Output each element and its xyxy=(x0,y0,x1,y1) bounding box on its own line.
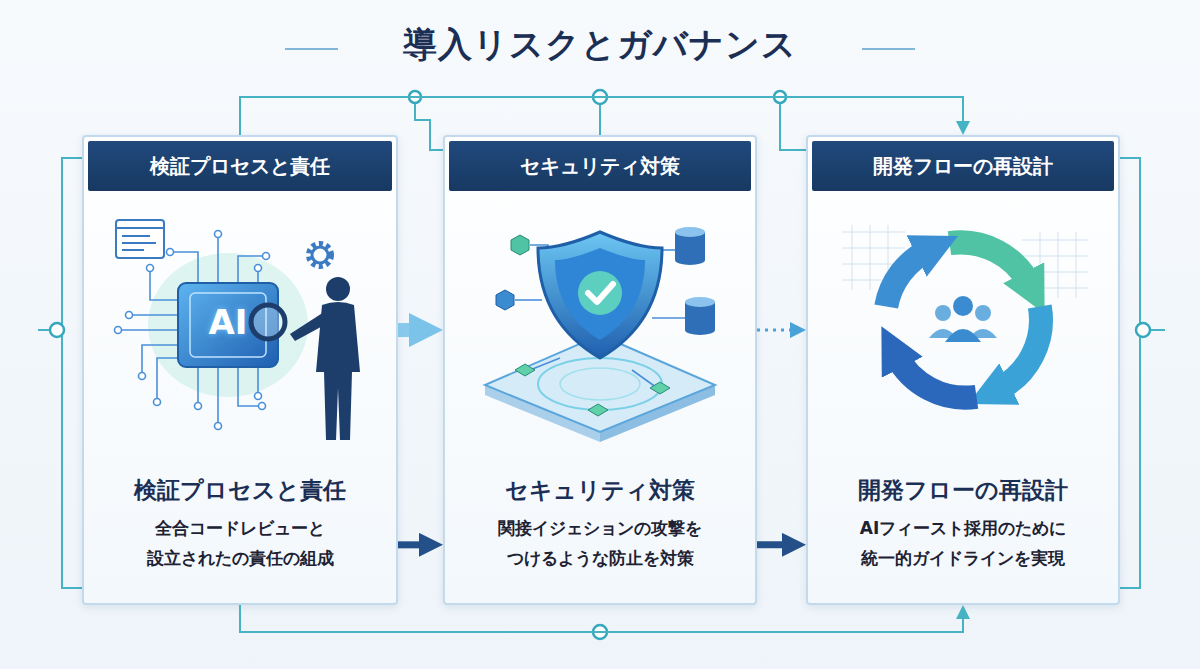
panel-heading: 検証プロセスと責任 xyxy=(84,475,396,506)
panel-card: 開発フローの再設計開発フローの再設計AIフィースト採用のために 統一的ガイドライ… xyxy=(806,135,1120,605)
junction-dot-part xyxy=(1136,323,1150,337)
frame-wire-part xyxy=(38,329,50,331)
flow-arrow xyxy=(398,323,423,337)
frame-wire-part xyxy=(1150,329,1165,331)
panel-body: AIフィースト採用のために 統一的ガイドラインを実現 xyxy=(808,513,1118,573)
frame-wire-part xyxy=(780,97,806,150)
junction-dot-part xyxy=(593,90,607,104)
panel-card: セキュリティ対策セキュリティ対策関接イジェションの攻撃を つけるような防止を対策 xyxy=(443,135,757,605)
flow-arrow xyxy=(757,541,792,548)
frame-wire-part xyxy=(415,97,443,150)
panel-header: 検証プロセスと責任 xyxy=(88,141,392,191)
frame-wire-part xyxy=(1120,158,1140,588)
chip-label: AI xyxy=(178,302,278,342)
junction-dot xyxy=(50,90,1150,639)
junction-dot-part xyxy=(774,91,786,103)
title-rule-part xyxy=(285,48,338,50)
frame-wire-part xyxy=(62,158,82,588)
flow-arrow xyxy=(757,329,796,332)
junction-dot-part xyxy=(50,323,64,337)
junction-dot-part xyxy=(593,625,607,639)
panel-body: 関接イジェションの攻撃を つけるような防止を対策 xyxy=(445,513,755,573)
panel-card: 検証プロセスと責任検証プロセスと責任全合コードレビューと 設立されたの責任の組成 xyxy=(82,135,398,605)
panel-body: 全合コードレビューと 設立されたの責任の組成 xyxy=(84,513,396,573)
loop-wire xyxy=(240,97,963,135)
panel-header: セキュリティ対策 xyxy=(449,141,751,191)
diagram-title: 導入リスクとガバナンス xyxy=(0,22,1200,68)
junction-dot-part xyxy=(409,91,421,103)
panel-heading: 開発フローの再設計 xyxy=(808,475,1118,506)
loop-wire xyxy=(240,605,963,632)
panel-header: 開発フローの再設計 xyxy=(812,141,1114,191)
flow-arrow xyxy=(398,541,429,548)
title-rule-part xyxy=(862,48,915,50)
panel-heading: セキュリティ対策 xyxy=(445,475,755,506)
frame-wire-part xyxy=(599,97,601,135)
